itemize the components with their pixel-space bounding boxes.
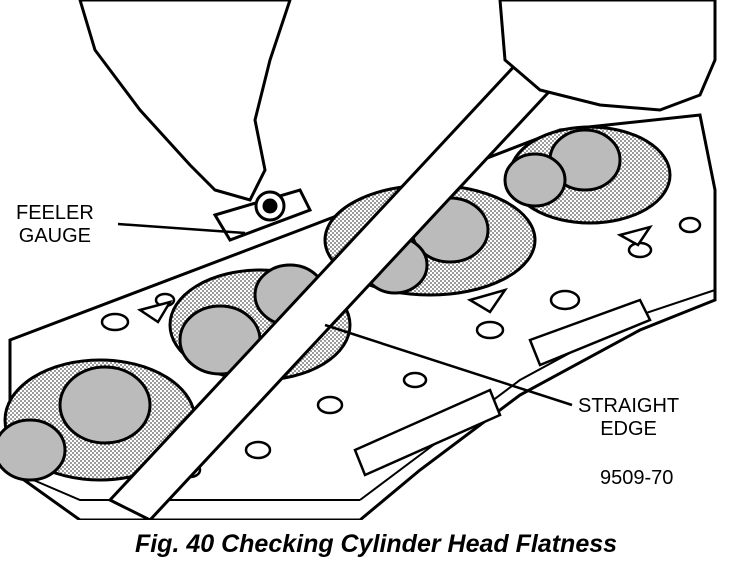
cylinder-head-illustration bbox=[0, 0, 717, 520]
straight-edge-label: STRAIGHT EDGE bbox=[578, 395, 679, 441]
feeler-gauge-tool bbox=[212, 188, 313, 242]
feeler-gauge-label-line2: GAUGE bbox=[18, 225, 92, 247]
hand-outline bbox=[78, 0, 717, 202]
intake-ports bbox=[353, 298, 652, 477]
feeler-gauge-label: FEELER GAUGE bbox=[16, 202, 94, 248]
coolant-holes bbox=[100, 216, 702, 479]
feeler-gauge-leader bbox=[117, 222, 246, 235]
figure-caption: Fig. 40 Checking Cylinder Head Flatness bbox=[134, 530, 618, 558]
straight-edge-label-line2: EDGE bbox=[600, 418, 657, 440]
feeler-gauge-label-line1: FEELER bbox=[16, 202, 94, 224]
straight-edge-label-line1: STRAIGHT bbox=[578, 395, 680, 417]
figure-code: 9509-70 bbox=[600, 467, 674, 489]
straight-edge-leader bbox=[324, 323, 573, 407]
